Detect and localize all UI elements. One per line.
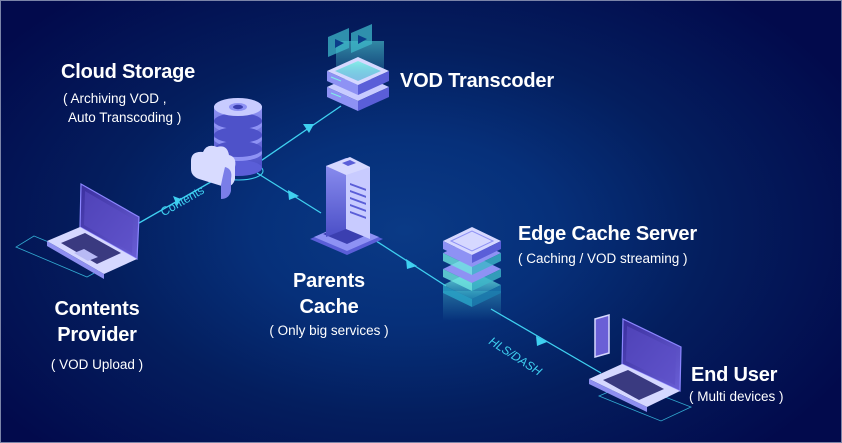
arrowhead-icon (303, 124, 314, 133)
link-edge-to-enduser (490, 308, 602, 374)
contents-provider-title-2: Provider (57, 324, 137, 346)
link-storage-to-parents (256, 172, 322, 214)
database-cloud-icon (191, 98, 264, 199)
end-user-title: End User (691, 364, 778, 386)
laptop-icon (15, 182, 140, 279)
arrowhead-icon (288, 190, 299, 200)
contents-provider-sub: ( VOD Upload ) (50, 357, 144, 372)
arrowhead-icon (406, 259, 417, 269)
link-provider-to-storage (138, 178, 217, 224)
edge-cache-title: Edge Cache Server (518, 223, 697, 245)
laptop-phone-icon (589, 314, 693, 422)
parents-cache-title-1: Parents (293, 270, 365, 292)
arrowhead-icon (173, 196, 181, 206)
server-tower-icon (310, 157, 383, 255)
parents-cache-title-2: Cache (299, 296, 359, 318)
transcoder-icon (327, 24, 389, 111)
end-user-sub: ( Multi devices ) (689, 389, 784, 404)
parents-cache-sub: ( Only big services ) (269, 323, 389, 338)
stacked-server-icon (443, 227, 501, 321)
cloud-storage-sub-2: Auto Transcoding ) (68, 110, 182, 125)
edge-cache-sub: ( Caching / VOD streaming ) (518, 251, 688, 266)
cloud-storage-sub-1: ( Archiving VOD , (63, 91, 167, 106)
contents-provider-title-1: Contents (54, 298, 140, 320)
link-parents-to-edge (372, 238, 447, 287)
vod-transcoder-title: VOD Transcoder (400, 70, 554, 92)
cloud-storage-title: Cloud Storage (61, 61, 196, 83)
arrowhead-icon (536, 336, 547, 346)
